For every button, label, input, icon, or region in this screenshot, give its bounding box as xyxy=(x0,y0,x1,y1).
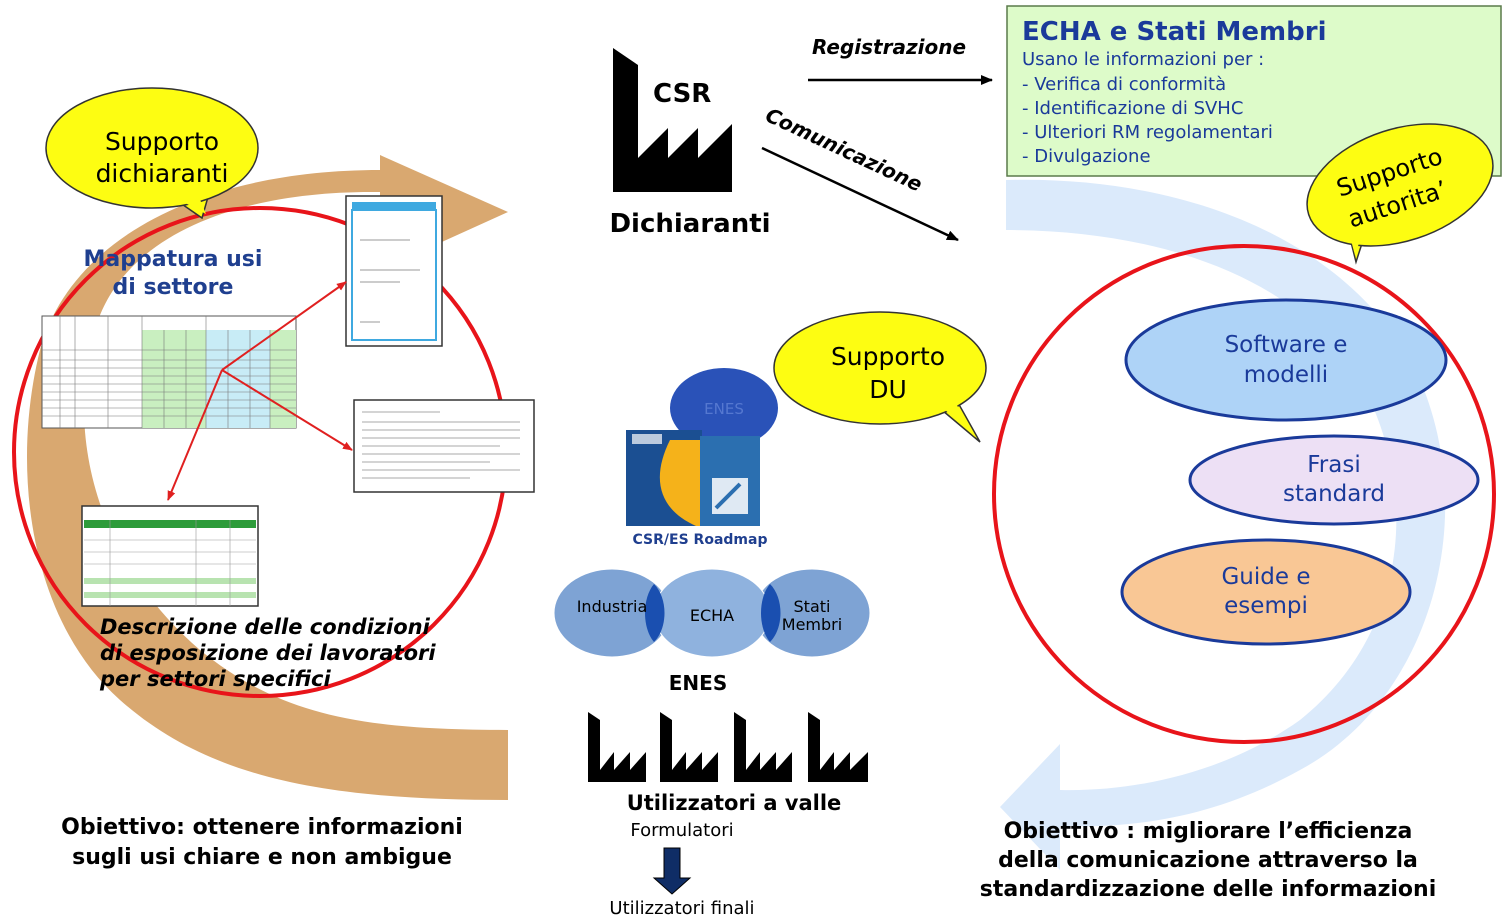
comunicazione-label: Comunicazione xyxy=(762,103,926,197)
roadmap-cover-1 xyxy=(626,430,702,526)
bubble-left-line2: dichiaranti xyxy=(96,159,229,188)
ellipse-2-line1: Frasi xyxy=(1307,452,1360,478)
ellipse-1-line1: Software e xyxy=(1225,332,1348,358)
enes-ellipse xyxy=(670,368,778,448)
speech-bubble-dichiaranti: Supporto dichiaranti xyxy=(45,87,259,220)
ellipse-3-line1: Guide e xyxy=(1221,564,1310,590)
right-objective-line2: della comunicazione attraverso la xyxy=(998,848,1418,873)
mapping-title-line1: Mappatura usi xyxy=(84,247,263,272)
bubble-du-line2: DU xyxy=(869,375,907,404)
formulatori-label: Formulatori xyxy=(630,820,733,841)
ellipse-software-modelli: Software e modelli xyxy=(1124,298,1448,422)
spreadsheet-thumbnail xyxy=(41,315,297,429)
right-objective-line1: Obiettivo : migliorare l’efficienza xyxy=(1004,819,1413,844)
left-objective-line2: sugli usi chiare e non ambigue xyxy=(72,845,452,870)
ellipse-2-line2: standard xyxy=(1283,481,1385,507)
utilizzatori-label: Utilizzatori a valle xyxy=(627,791,842,815)
speech-bubble-du: Supporto DU xyxy=(773,311,987,443)
bubble-left-line1: Supporto xyxy=(105,127,219,156)
enes-small-label: ENES xyxy=(704,400,744,418)
echa-box-title: ECHA e Stati Membri xyxy=(1022,17,1327,47)
factory-icons-downstream xyxy=(588,712,868,782)
registrazione-label: Registrazione xyxy=(812,35,966,59)
ellipse-1-line2: modelli xyxy=(1244,362,1328,388)
table-thumbnail xyxy=(81,505,259,607)
down-arrow-icon xyxy=(652,847,692,895)
csr-label: CSR xyxy=(653,79,711,109)
dichiaranti-label: Dichiaranti xyxy=(609,209,770,239)
venn-industria: Industria xyxy=(577,597,648,616)
mapping-title-line2: di settore xyxy=(113,275,234,300)
ellipse-3-line2: esempi xyxy=(1224,593,1308,619)
echa-box-line4: - Ulteriori RM regolamentari xyxy=(1022,122,1273,143)
red-connector-arrows xyxy=(167,281,353,501)
description-line3: per settori specifici xyxy=(99,667,331,691)
roadmap-label: CSR/ES Roadmap xyxy=(633,532,768,548)
document-thumbnail-2 xyxy=(353,399,535,493)
venn-echa: ECHA xyxy=(690,606,734,625)
venn-diagram: Industria ECHA Stati Membri xyxy=(553,568,871,658)
left-objective-line1: Obiettivo: ottenere informazioni xyxy=(61,815,463,840)
description-line2: di esposizione dei lavoratori xyxy=(100,641,436,665)
echa-box-line5: - Divulgazione xyxy=(1022,146,1151,167)
bubble-du-line1: Supporto xyxy=(831,342,945,371)
utilizzatori-finali-label: Utilizzatori finali xyxy=(609,898,754,919)
venn-membri: Membri xyxy=(782,615,842,634)
enes-label: ENES xyxy=(669,671,727,695)
red-circle-right xyxy=(992,244,1496,744)
speech-bubble-autorita: Supporto autorita’ xyxy=(1306,123,1494,265)
comunicazione-arrow xyxy=(761,146,959,242)
echa-box-line3: - Identificazione di SVHC xyxy=(1022,98,1243,119)
document-thumbnail-1 xyxy=(345,195,443,347)
echa-box-line1: Usano le informazioni per : xyxy=(1022,49,1264,70)
description-line1: Descrizione delle condizioni xyxy=(100,615,431,639)
ellipse-guide-esempi: Guide e esempi xyxy=(1120,538,1412,646)
roadmap-cover-2 xyxy=(700,436,760,526)
ellipse-frasi-standard: Frasi standard xyxy=(1188,434,1480,526)
factory-icon-csr xyxy=(613,48,732,192)
venn-stati: Stati xyxy=(794,597,831,616)
echa-box-line2: - Verifica di conformità xyxy=(1022,74,1226,95)
right-objective-line3: standardizzazione delle informazioni xyxy=(980,877,1437,902)
